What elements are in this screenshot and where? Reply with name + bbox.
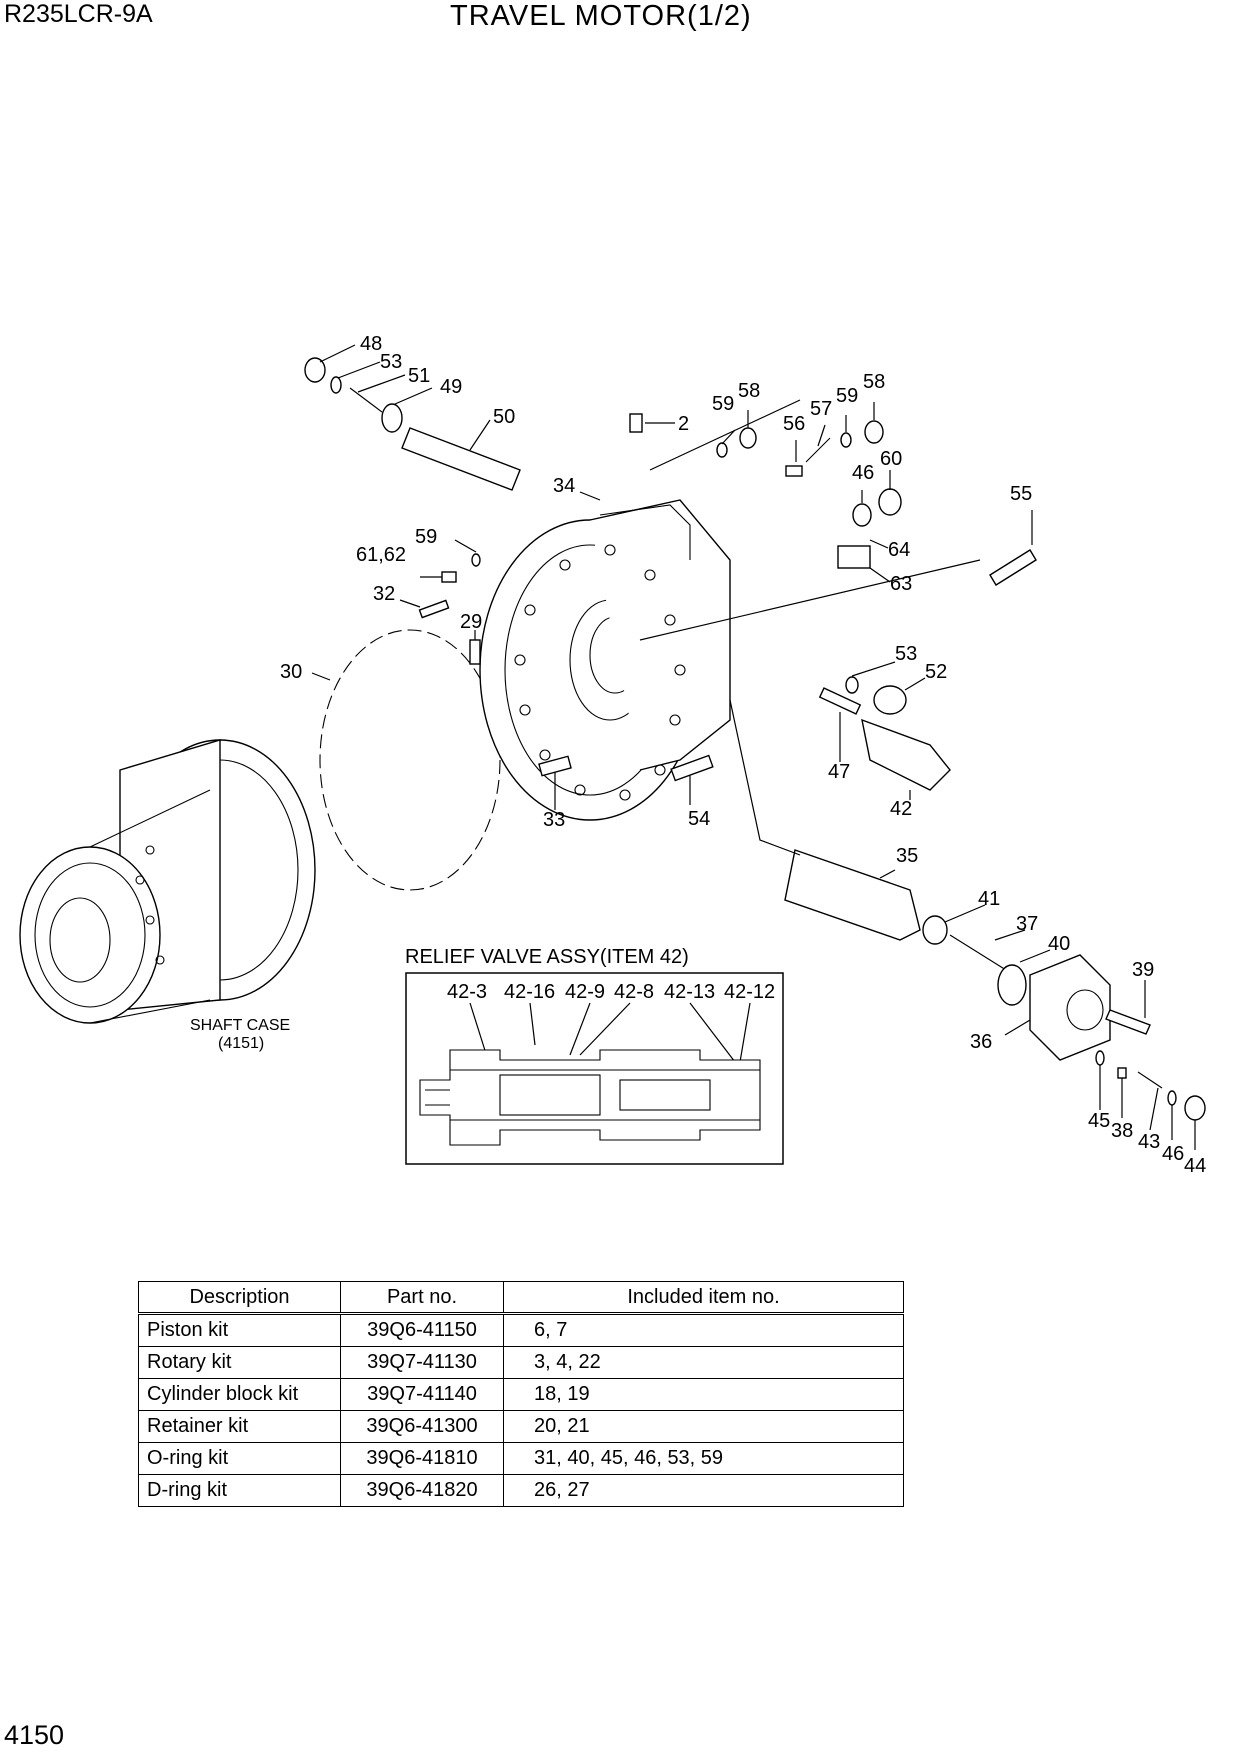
model-number: R235LCR-9A [4, 0, 153, 28]
main-casing-drawing [479, 499, 731, 821]
callout-30: 30 [280, 661, 302, 683]
spool-parts [784, 849, 1206, 1121]
callout-47: 47 [828, 761, 850, 783]
col-header-included-items: Included item no. [503, 1281, 904, 1315]
callout-40: 40 [1048, 933, 1070, 955]
callout-42: 42 [890, 798, 912, 820]
inset-title: RELIEF VALVE ASSY(ITEM 42) [405, 946, 689, 968]
inset-label-42-13: 42-13 [664, 981, 715, 1003]
kit-items: 3, 4, 22 [503, 1346, 904, 1379]
right-valve-parts [818, 676, 951, 791]
page-number: 4150 [4, 1720, 65, 1750]
kit-description: Rotary kit [138, 1346, 341, 1379]
table-row: O-ring kit 39Q6-41810 31, 40, 45, 46, 53… [138, 1442, 904, 1475]
inset-label-42-16: 42-16 [504, 981, 555, 1003]
callout-37: 37 [1016, 913, 1038, 935]
callout-59: 59 [712, 393, 734, 415]
shaft-case-drawing [19, 739, 316, 1024]
col-header-description: Description [138, 1281, 341, 1315]
table-row: Cylinder block kit 39Q7-41140 18, 19 [138, 1378, 904, 1411]
bottom-parts [538, 754, 714, 782]
kit-items: 31, 40, 45, 46, 53, 59 [503, 1442, 904, 1475]
callout-29: 29 [460, 611, 482, 633]
callout-53: 53 [895, 643, 917, 665]
callout-43: 43 [1138, 1131, 1160, 1153]
kit-items: 20, 21 [503, 1410, 904, 1443]
inset-frame [405, 972, 784, 1165]
shaft-case-ref: (4151) [218, 1035, 264, 1052]
callout-45: 45 [1088, 1110, 1110, 1132]
inset-label-42-3: 42-3 [447, 981, 487, 1003]
table-header-row: Description Part no. Included item no. [138, 1281, 904, 1315]
leader-lines [311, 344, 1196, 1150]
callout-36: 36 [970, 1031, 992, 1053]
table-row: Piston kit 39Q6-41150 6, 7 [138, 1313, 904, 1347]
kit-items: 18, 19 [503, 1378, 904, 1411]
callout-60: 60 [880, 448, 902, 470]
inset-label-42-9: 42-9 [565, 981, 605, 1003]
kit-part-no: 39Q6-41820 [340, 1474, 504, 1507]
callout-38: 38 [1111, 1120, 1133, 1142]
callout-59: 59 [415, 526, 437, 548]
kits-table: Description Part no. Included item no. P… [138, 1281, 904, 1507]
kit-part-no: 39Q6-41150 [340, 1313, 504, 1347]
callout-51: 51 [408, 365, 430, 387]
kit-part-no: 39Q7-41130 [340, 1346, 504, 1379]
callout-59: 59 [836, 385, 858, 407]
callout-52: 52 [925, 661, 947, 683]
callout-46: 46 [1162, 1143, 1184, 1165]
callout-49: 49 [440, 376, 462, 398]
callout-54: 54 [688, 808, 710, 830]
callout-46: 46 [852, 462, 874, 484]
callout-50: 50 [493, 406, 515, 428]
relief-valve-inset: RELIEF VALVE ASSY(ITEM 42) 42-3 42-16 42… [405, 946, 784, 1165]
callout-56: 56 [783, 413, 805, 435]
callout-41: 41 [978, 888, 1000, 910]
spring-ring-drawing [319, 629, 501, 891]
callout-58: 58 [863, 371, 885, 393]
callout-48: 48 [360, 333, 382, 355]
kit-items: 26, 27 [503, 1474, 904, 1507]
kit-part-no: 39Q6-41810 [340, 1442, 504, 1475]
col-header-part-no: Part no. [340, 1281, 504, 1315]
kit-part-no: 39Q6-41300 [340, 1410, 504, 1443]
table-row: Retainer kit 39Q6-41300 20, 21 [138, 1410, 904, 1443]
callout-61-62: 61,62 [356, 544, 406, 566]
kit-description: Piston kit [138, 1313, 341, 1347]
kit-description: D-ring kit [138, 1474, 341, 1507]
callout-63: 63 [890, 573, 912, 595]
callout-32: 32 [373, 583, 395, 605]
callout-64: 64 [888, 539, 910, 561]
callout-35: 35 [896, 845, 918, 867]
inset-label-42-8: 42-8 [614, 981, 654, 1003]
callout-53: 53 [380, 351, 402, 373]
inset-label-42-12: 42-12 [724, 981, 775, 1003]
callout-57: 57 [810, 398, 832, 420]
table-row: D-ring kit 39Q6-41820 26, 27 [138, 1474, 904, 1507]
kit-description: Cylinder block kit [138, 1378, 341, 1411]
callout-34: 34 [553, 475, 575, 497]
middle-left-parts [418, 553, 481, 665]
callout-33: 33 [543, 809, 565, 831]
top-left-parts [304, 357, 521, 491]
callout-numbers: 48 53 51 49 50 2 59 58 56 57 59 58 46 60… [190, 333, 1206, 1177]
top-right-parts [629, 413, 1037, 586]
callout-55: 55 [1010, 483, 1032, 505]
kit-description: Retainer kit [138, 1410, 341, 1443]
kit-items: 6, 7 [503, 1313, 904, 1347]
kit-part-no: 39Q7-41140 [340, 1378, 504, 1411]
callout-58: 58 [738, 380, 760, 402]
kit-description: O-ring kit [138, 1442, 341, 1475]
callout-39: 39 [1132, 959, 1154, 981]
callout-2: 2 [678, 413, 689, 435]
page-title: TRAVEL MOTOR(1/2) [450, 0, 752, 32]
table-row: Rotary kit 39Q7-41130 3, 4, 22 [138, 1346, 904, 1379]
callout-44: 44 [1184, 1155, 1206, 1177]
shaft-case-label: SHAFT CASE [190, 1017, 290, 1034]
